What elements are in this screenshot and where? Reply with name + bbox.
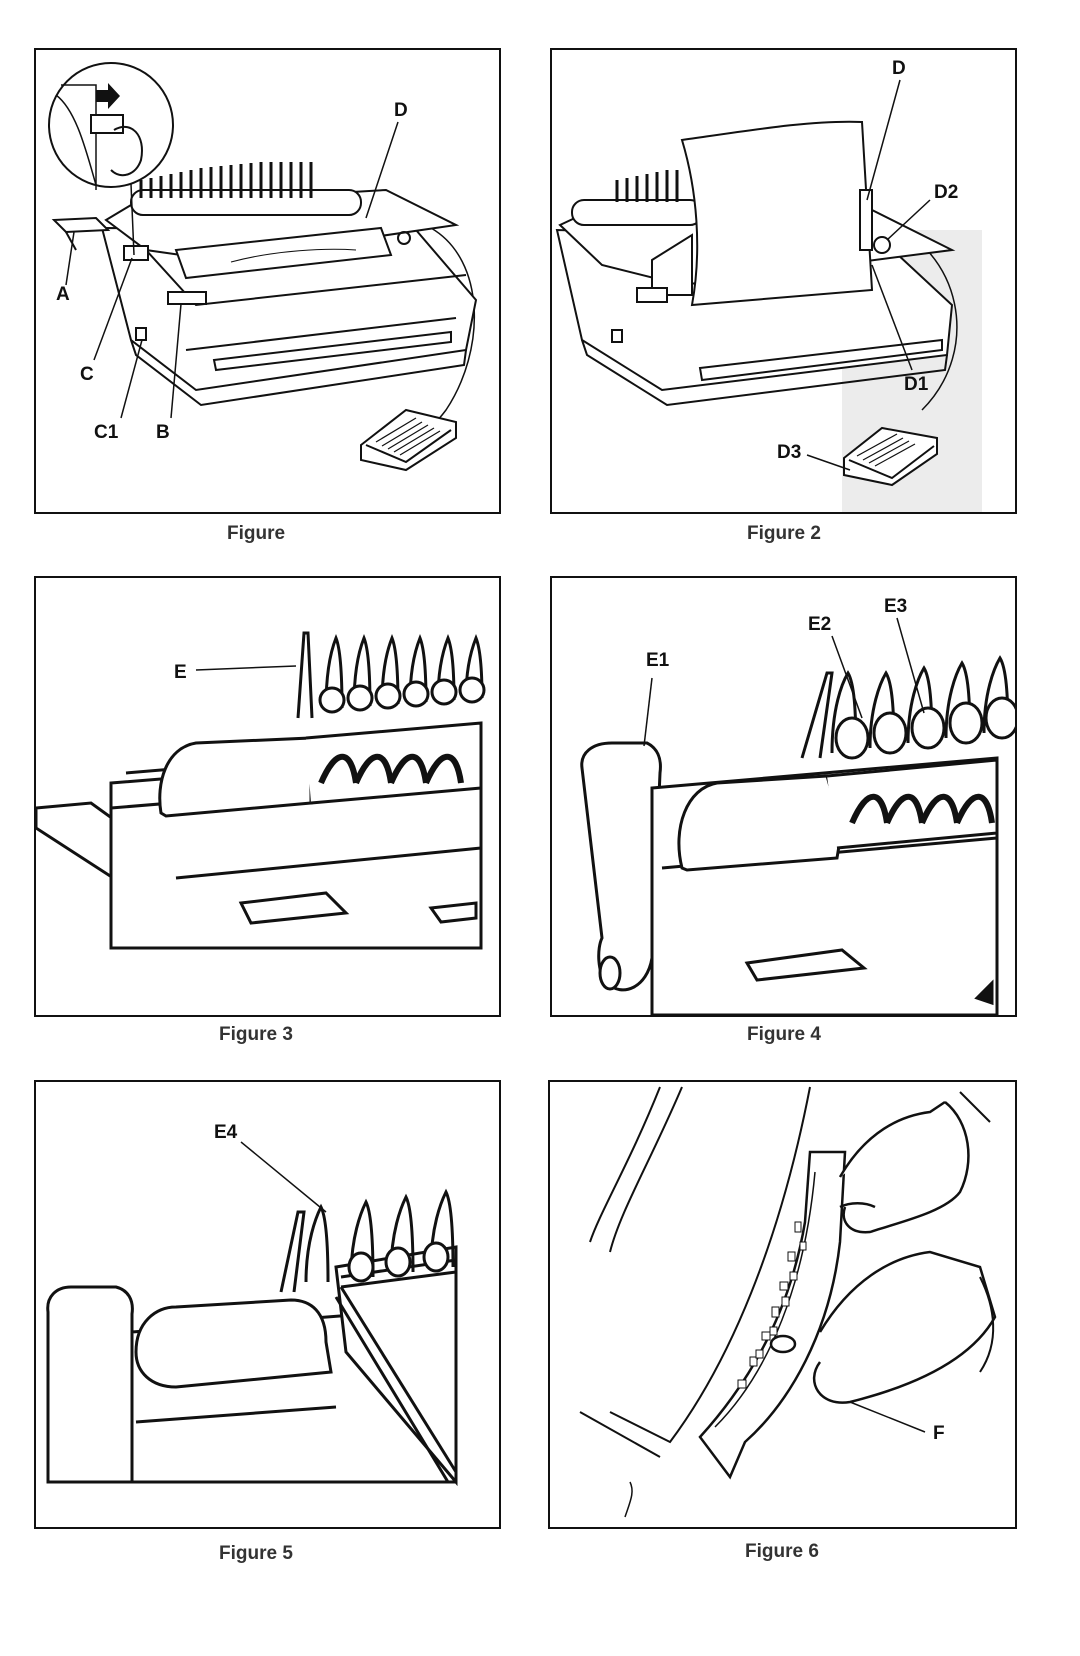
figure-2-caption: Figure 2 bbox=[747, 523, 821, 544]
label-E4: E4 bbox=[214, 1122, 238, 1143]
figure-5-caption: Figure 5 bbox=[219, 1543, 293, 1564]
figure-4-caption: Figure 4 bbox=[747, 1024, 821, 1045]
figure-3-panel: E bbox=[34, 576, 501, 1017]
figure-6-panel: F bbox=[548, 1080, 1017, 1529]
label-D: D bbox=[394, 100, 408, 121]
figure-2-panel: D D2 D1 D3 bbox=[550, 48, 1017, 514]
waste-tray-removal-illustration: F bbox=[550, 1082, 1015, 1527]
label-E2: E2 bbox=[808, 614, 831, 635]
label-A: A bbox=[56, 284, 70, 305]
label-B: B bbox=[156, 422, 170, 443]
figure-4-panel: E1 E2 E3 bbox=[550, 576, 1017, 1017]
label-D3: D3 bbox=[777, 442, 801, 463]
document-on-comb-illustration: E4 bbox=[36, 1122, 499, 1527]
figure-1-panel: A C C1 B D bbox=[34, 48, 501, 514]
label-F: F bbox=[933, 1423, 945, 1444]
label-C: C bbox=[80, 364, 94, 385]
comb-insertion-illustration: E1 E2 E3 bbox=[552, 596, 1015, 1015]
figure-6-caption: Figure 6 bbox=[745, 1541, 819, 1562]
label-E1: E1 bbox=[646, 650, 670, 671]
figure-5-panel: E4 bbox=[34, 1080, 501, 1529]
label-D: D bbox=[892, 58, 906, 79]
comb-opening-illustration: E bbox=[36, 578, 499, 1015]
label-C1: C1 bbox=[94, 422, 119, 443]
label-E3: E3 bbox=[884, 596, 907, 617]
label-D2: D2 bbox=[934, 182, 958, 203]
figure-1-caption: Figure bbox=[226, 523, 286, 544]
figure-3-caption: Figure 3 bbox=[219, 1024, 293, 1045]
paper-insertion-illustration: D D2 D1 D3 bbox=[552, 58, 982, 512]
binding-machine-overview-illustration: A C C1 B D bbox=[36, 50, 499, 512]
label-D1: D1 bbox=[904, 374, 929, 395]
label-E: E bbox=[174, 662, 187, 683]
